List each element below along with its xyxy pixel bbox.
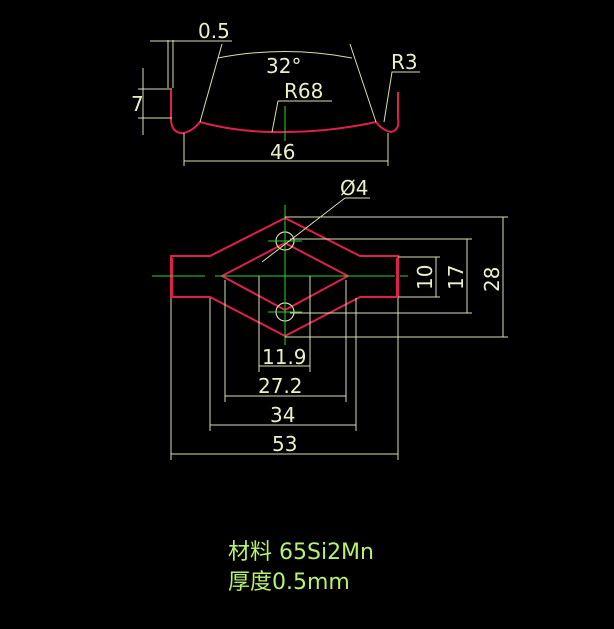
notes: 材料 65Si2Mn 厚度0.5mm — [228, 540, 374, 595]
angle-leg-right — [349, 43, 377, 123]
angle-label: 32° — [266, 54, 301, 78]
section-view: 0.5 32° R3 7 R68 46 — [131, 19, 420, 166]
height-label: 7 — [131, 92, 144, 116]
hole-diameter-leader — [261, 197, 346, 263]
arc-radius-leader — [271, 100, 332, 133]
body-width-label: 34 — [270, 403, 295, 427]
angle-leg-left — [199, 43, 223, 123]
overall-width-label: 53 — [272, 432, 297, 456]
material-note: 材料 65Si2Mn — [228, 540, 374, 565]
angle-arc — [217, 51, 353, 59]
corner-radius-leader — [383, 71, 420, 123]
inner-height-label: 10 — [413, 265, 437, 290]
corner-radius-label: R3 — [391, 50, 418, 74]
overall-height-label: 28 — [480, 267, 504, 292]
diamond-width-label: 27.2 — [258, 374, 303, 398]
thickness-label: 0.5 — [198, 19, 230, 43]
hole-diameter-label: Ø4 — [340, 176, 368, 200]
plan-view: Ø4 10 17 28 11.9 27.2 34 53 — [152, 176, 508, 460]
thickness-note: 厚度0.5mm — [228, 570, 350, 595]
hole-spacing-label: 11.9 — [262, 345, 307, 369]
arc-radius-label: R68 — [284, 79, 323, 103]
mid-height-label: 17 — [444, 265, 468, 290]
width-label: 46 — [270, 140, 295, 164]
